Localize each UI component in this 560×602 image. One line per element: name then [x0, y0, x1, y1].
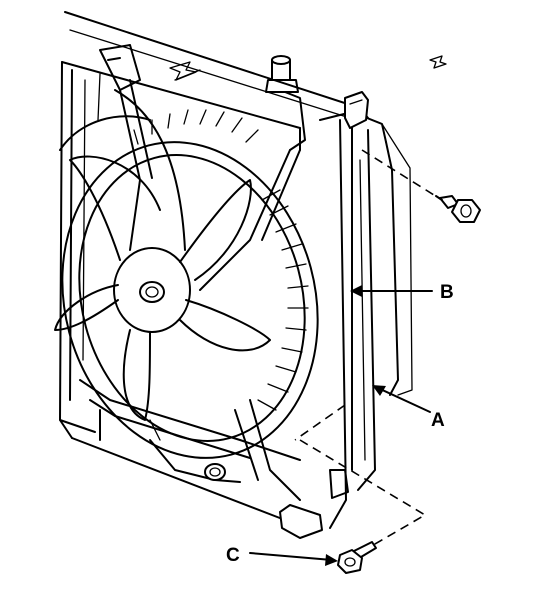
bolt-alignment-lines [294, 149, 451, 549]
callout-label-c: C [226, 545, 240, 566]
fan-blades [54, 89, 271, 421]
bolt-icon [435, 195, 481, 223]
callout-label-b: B [440, 282, 454, 303]
fan-shroud [61, 44, 319, 501]
bolt-icon [337, 541, 377, 574]
callout-label-a: A [431, 410, 445, 431]
arrow-icon [372, 385, 431, 413]
arrow-icon [350, 285, 433, 297]
arrow-icon [249, 552, 338, 566]
